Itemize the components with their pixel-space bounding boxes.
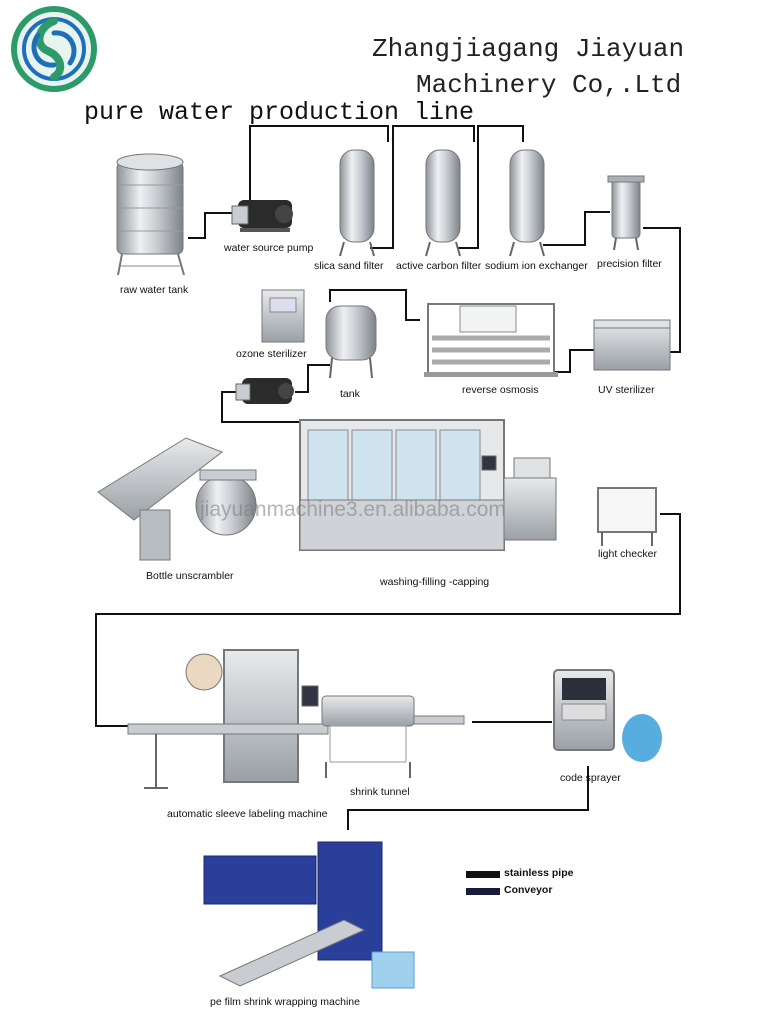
shrink-tunnel-image bbox=[321, 695, 465, 778]
label-ozone-sterilizer: ozone sterilizer bbox=[236, 348, 307, 360]
stainless-pipes bbox=[95, 125, 681, 830]
uv-sterilizer-image bbox=[593, 319, 671, 371]
label-active-carbon-filter: active carbon filter bbox=[396, 260, 482, 272]
active-carbon-filter-image bbox=[425, 149, 461, 257]
label-washing-filling-capping: washing-filling -capping bbox=[380, 576, 490, 588]
pe-film-wrapping-machine-image bbox=[203, 841, 415, 989]
booster-pump-image bbox=[235, 378, 294, 404]
watermark-text: jiayuanmachine3.en.alibaba.com bbox=[200, 498, 506, 521]
washing-filling-capping-image bbox=[299, 419, 557, 551]
label-sleeve-labeling: automatic sleeve labeling machine bbox=[167, 808, 328, 820]
precision-filter-image bbox=[607, 175, 645, 251]
label-tank: tank bbox=[340, 388, 360, 400]
page-title: pure water production line bbox=[84, 98, 475, 127]
legend-conveyor-label: Conveyor bbox=[504, 884, 553, 896]
label-bottle-unscrambler: Bottle unscrambler bbox=[146, 570, 234, 582]
label-sodium-ion-exchanger: sodium ion exchanger bbox=[485, 260, 588, 272]
bottle-unscrambler-image bbox=[97, 437, 257, 561]
water-source-pump-image bbox=[231, 200, 293, 232]
label-shrink-tunnel: shrink tunnel bbox=[350, 786, 410, 798]
raw-water-tank-image bbox=[116, 153, 185, 276]
silica-sand-filter-image bbox=[339, 149, 375, 257]
ozone-sterilizer-image bbox=[261, 289, 305, 343]
label-raw-water-tank: raw water tank bbox=[120, 284, 189, 296]
label-pe-film-wrapping: pe film shrink wrapping machine bbox=[210, 996, 360, 1008]
sleeve-labeling-machine-image bbox=[127, 649, 329, 789]
code-sprayer-image bbox=[553, 669, 662, 762]
legend-stainless-pipe-swatch bbox=[466, 871, 500, 878]
label-water-source-pump: water source pump bbox=[224, 242, 314, 254]
legend-stainless-pipe-label: stainless pipe bbox=[504, 867, 574, 879]
label-code-sprayer: code sprayer bbox=[560, 772, 621, 784]
sodium-ion-exchanger-image bbox=[509, 149, 545, 257]
light-checker-image bbox=[597, 487, 657, 546]
label-precision-filter: precision filter bbox=[597, 258, 662, 270]
company-name-line1: Zhangjiagang Jiayuan bbox=[372, 34, 685, 64]
tank-image bbox=[325, 305, 377, 379]
company-logo bbox=[11, 6, 97, 92]
label-light-checker: light checker bbox=[598, 548, 657, 560]
reverse-osmosis-image bbox=[424, 303, 558, 377]
legend-conveyor-swatch bbox=[466, 888, 500, 895]
label-silica-sand-filter: slica sand filter bbox=[314, 260, 384, 272]
label-uv-sterilizer: UV sterilizer bbox=[598, 384, 655, 396]
label-reverse-osmosis: reverse osmosis bbox=[462, 384, 539, 396]
company-name-line2: Machinery Co,.Ltd bbox=[416, 70, 682, 100]
